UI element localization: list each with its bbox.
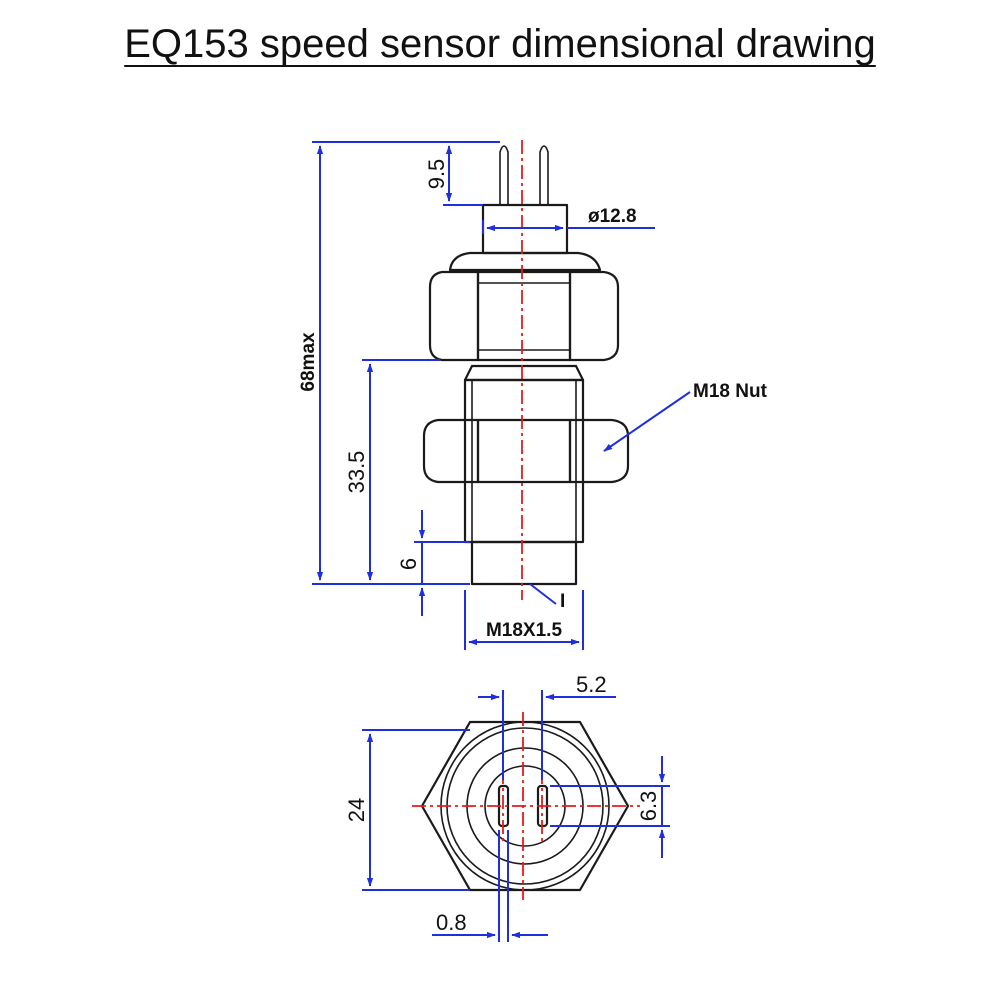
page-title: EQ153 speed sensor dimensional drawing — [124, 22, 876, 66]
side-view: 9.5 ø12.8 68max 33.5 6 — [298, 140, 768, 650]
tip-length-label: 6 — [396, 558, 421, 570]
dim-pin-width: 0.8 — [432, 830, 548, 942]
threaded-shank — [463, 364, 585, 544]
tip-marker-label: I — [560, 591, 565, 612]
thread-spec-label: M18X1.5 — [486, 620, 562, 641]
body-diameter-label: ø12.8 — [588, 206, 637, 227]
upper-hex-body — [428, 251, 620, 362]
hex-across-flats-label: 24 — [344, 798, 369, 822]
pin-length-label: 6.3 — [636, 791, 661, 822]
nut-label: M18 Nut — [693, 381, 768, 402]
dim-thread-spec: M18X1.5 — [464, 590, 584, 650]
dim-body-diameter: ø12.8 — [482, 206, 655, 234]
end-view: 5.2 24 6.3 0.8 — [344, 672, 670, 942]
tip-marker-leader: I — [529, 583, 565, 612]
dim-pin-length: 6.3 — [550, 756, 670, 858]
thread-length-label: 33.5 — [344, 451, 369, 494]
pin-width-label: 0.8 — [436, 910, 467, 935]
dim-overall-length: 68max — [298, 141, 500, 585]
overall-length-label: 68max — [298, 332, 319, 392]
dim-terminal-length: 9.5 — [424, 141, 498, 206]
dim-pin-spacing: 5.2 — [478, 672, 616, 780]
dim-thread-length: 33.5 — [344, 359, 440, 581]
terminal-length-label: 9.5 — [424, 159, 449, 190]
nut-callout: M18 Nut — [603, 381, 768, 452]
terminal-pins — [499, 145, 549, 205]
sensor-tip — [470, 540, 578, 586]
pin-spacing-label: 5.2 — [576, 672, 607, 697]
dim-tip-length: 6 — [396, 510, 470, 616]
m18-nut — [422, 418, 630, 484]
dim-hex-across-flats: 24 — [344, 729, 470, 891]
